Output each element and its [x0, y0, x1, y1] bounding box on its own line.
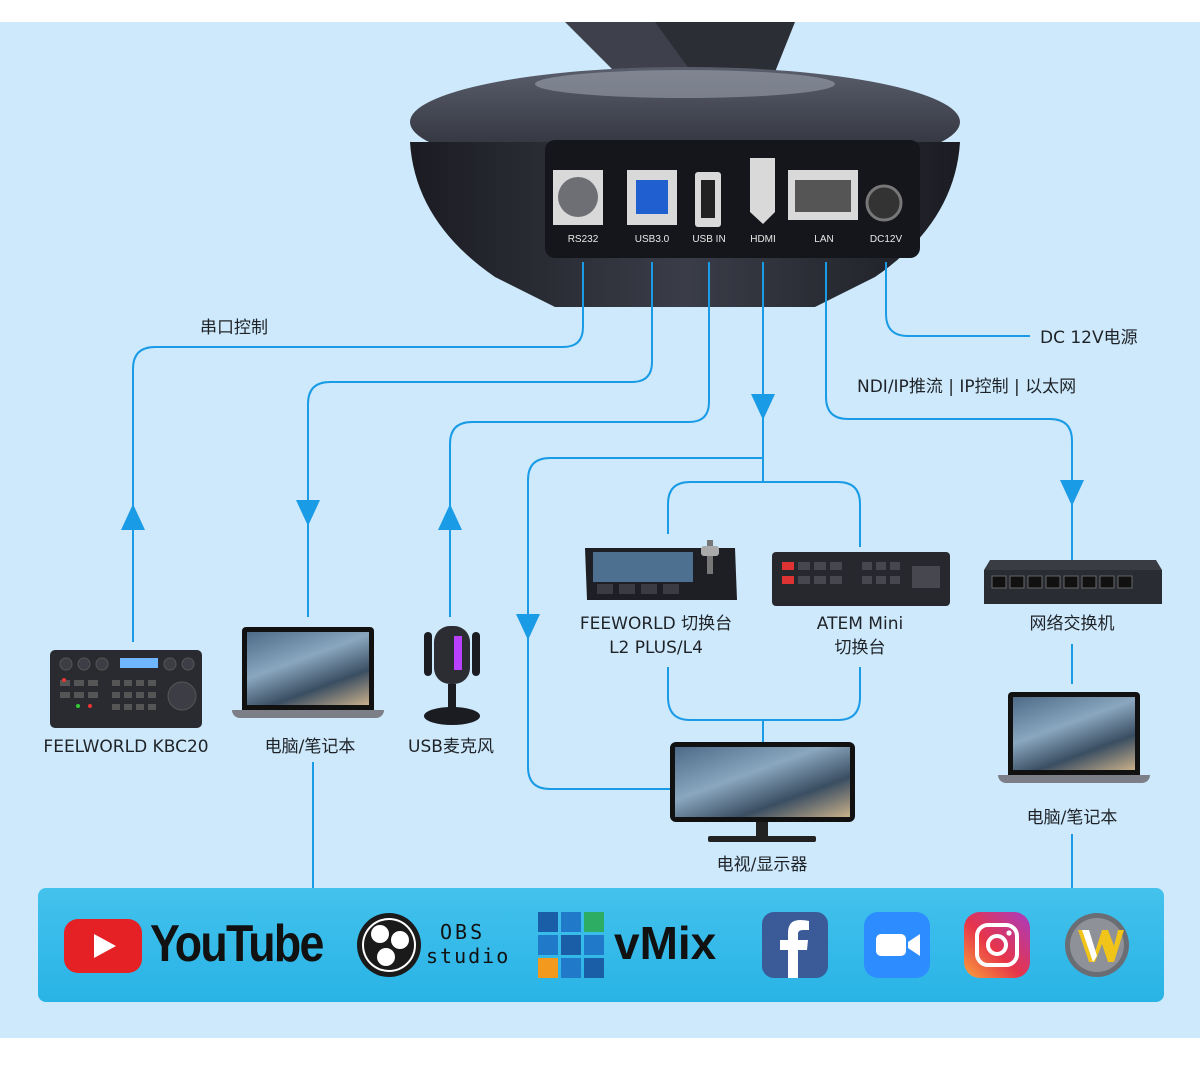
feeworld-switcher-label-1: FEEWORLD 切换台	[579, 614, 733, 634]
atem-mini-icon	[772, 552, 950, 606]
serial-control-label: 串口控制	[200, 318, 268, 338]
port-label-lan: LAN	[814, 234, 834, 245]
facebook-icon	[762, 912, 828, 978]
youtube-logo: YouTube	[64, 915, 324, 974]
youtube-play-icon	[64, 919, 142, 973]
wirecast-icon	[1065, 913, 1129, 977]
network-switch-icon	[984, 560, 1162, 604]
ptz-camera-base	[410, 22, 960, 307]
wire-layer	[121, 262, 1084, 888]
wire-dc	[885, 262, 1030, 337]
port-label-usb3: USB3.0	[634, 234, 670, 245]
monitor-label: 电视/显示器	[716, 855, 808, 875]
laptop-right-label: 电脑/笔记本	[1026, 808, 1118, 828]
obs-studio-logo: OBS studio	[356, 912, 516, 980]
port-label-usb-in: USB IN	[692, 234, 726, 245]
wire-rs232	[132, 262, 584, 642]
obs-icon	[357, 913, 421, 977]
port-label-dc12v: DC12V	[869, 234, 903, 245]
connection-diagram: RS232 USB3.0 USB IN HDMI LAN DC12V	[0, 22, 1200, 1038]
laptop-left-label: 电脑/笔记本	[264, 737, 356, 757]
arrow-down-monitor-path	[516, 614, 540, 640]
port-label-hdmi: HDMI	[750, 234, 776, 245]
instagram-icon	[964, 912, 1030, 978]
arrow-down-switch	[1060, 480, 1084, 506]
wire-usb3	[307, 262, 653, 617]
ndi-label: NDI/IP推流 | IP控制 | 以太网	[857, 377, 1077, 397]
feeworld-switcher-label-2: L2 PLUS/L4	[609, 638, 703, 658]
platform-bar: YouTube OBS studio vMix	[38, 888, 1164, 1002]
zoom-icon	[864, 912, 930, 978]
kbc20-controller	[50, 650, 202, 728]
youtube-wordmark: YouTube	[150, 915, 324, 973]
kbc20-label: FEELWORLD KBC20	[43, 737, 209, 757]
monitor-icon	[670, 742, 855, 850]
vmix-grid-icon	[538, 912, 604, 978]
arrow-down-laptop-left	[296, 500, 320, 526]
usb-microphone-icon	[424, 626, 480, 725]
laptop-left-icon	[232, 627, 384, 725]
wire-lan	[825, 262, 1073, 560]
wire-switcher-loop-top	[667, 481, 861, 547]
wire-switcher-loop-bottom	[667, 667, 861, 721]
arrow-up-mic	[438, 504, 462, 530]
dc-power-label: DC 12V电源	[1040, 328, 1138, 348]
wire-usb-in	[449, 262, 710, 617]
port-label-rs232: RS232	[567, 234, 599, 245]
obs-wordmark-2: studio	[426, 944, 511, 968]
vmix-wordmark: vMix	[614, 917, 717, 969]
laptop-right-icon	[998, 692, 1150, 790]
atem-label-1: ATEM Mini	[816, 614, 904, 634]
network-switch-label: 网络交换机	[1029, 614, 1115, 634]
vmix-logo: vMix	[538, 912, 738, 978]
arrow-down-hdmi	[751, 394, 775, 420]
atem-label-2: 切换台	[834, 638, 886, 658]
obs-wordmark-1: OBS	[440, 920, 486, 944]
feeworld-switcher-icon	[585, 540, 737, 600]
usb-mic-label: USB麦克风	[408, 737, 494, 757]
arrow-up-kbc20	[121, 504, 145, 530]
